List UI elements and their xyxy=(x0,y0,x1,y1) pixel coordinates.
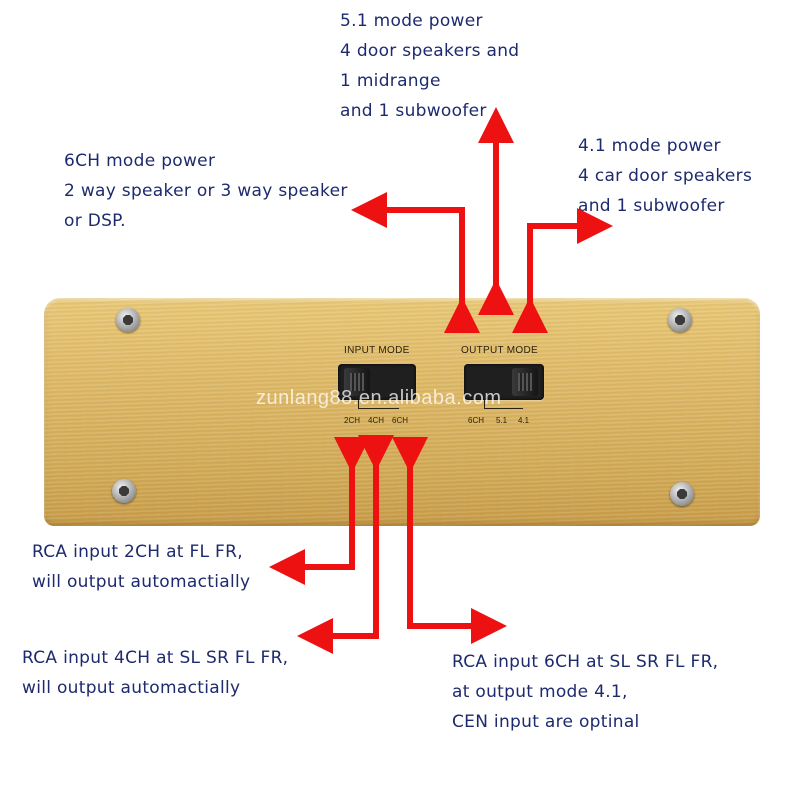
note-line: RCA input 4CH at SL SR FL FR, xyxy=(22,648,289,668)
note-line: and 1 subwoofer xyxy=(578,196,725,216)
watermark-text: zunlang88.en.alibaba.com xyxy=(256,387,502,409)
note-line: 2 way speaker or 3 way speaker xyxy=(64,181,348,201)
arrow-2ch-input xyxy=(269,437,370,585)
arrow-4-1-output xyxy=(512,208,613,333)
screw-icon xyxy=(112,479,136,503)
note-line: RCA input 6CH at SL SR FL FR, xyxy=(452,652,719,672)
arrow-4ch-input xyxy=(297,435,394,654)
note-line: at output mode 4.1, xyxy=(452,682,628,702)
output-tick-bracket xyxy=(484,400,523,409)
arrow-6ch-output xyxy=(351,192,480,333)
input-mode-switch-knob[interactable] xyxy=(344,368,370,396)
input-option-2ch: 2CH xyxy=(344,416,361,425)
note-line: CEN input are optinal xyxy=(452,712,640,732)
note-line: 6CH mode power xyxy=(64,151,216,171)
output-mode-title: OUTPUT MODE xyxy=(461,345,539,356)
note-line: 4 car door speakers xyxy=(578,166,753,186)
note-rca-6ch: RCA input 6CH at SL SR FL FR, at output … xyxy=(452,647,718,737)
input-mode-switch[interactable] xyxy=(338,364,416,400)
arrow-6ch-input xyxy=(392,437,507,644)
output-option-4-1: 4.1 xyxy=(518,416,530,425)
output-mode-switch-knob[interactable] xyxy=(512,368,538,396)
input-mode-title: INPUT MODE xyxy=(344,345,410,356)
note-line: 4.1 mode power xyxy=(578,136,721,156)
note-line: 4 door speakers and xyxy=(340,41,520,61)
note-line: RCA input 2CH at FL FR, xyxy=(32,542,243,562)
note-line: will output automactially xyxy=(22,678,241,698)
screw-icon xyxy=(670,482,694,506)
note-line: 1 midrange xyxy=(340,71,441,91)
note-line: or DSP. xyxy=(64,211,126,231)
output-mode-switch[interactable] xyxy=(464,364,544,400)
note-4-1-mode: 4.1 mode power 4 car door speakers and 1… xyxy=(578,131,752,221)
note-5-1-mode: 5.1 mode power 4 door speakers and 1 mid… xyxy=(340,6,519,126)
input-option-6ch: 6CH xyxy=(392,416,409,425)
input-tick-bracket xyxy=(358,400,399,409)
note-rca-4ch: RCA input 4CH at SL SR FL FR, will outpu… xyxy=(22,643,288,703)
screw-icon xyxy=(116,308,140,332)
output-option-6ch: 6CH xyxy=(468,416,485,425)
input-option-4ch: 4CH xyxy=(368,416,385,425)
note-line: will output automactially xyxy=(32,572,251,592)
note-rca-2ch: RCA input 2CH at FL FR, will output auto… xyxy=(32,537,250,597)
note-line: 5.1 mode power xyxy=(340,11,483,31)
note-line: and 1 subwoofer xyxy=(340,101,487,121)
output-option-5-1: 5.1 xyxy=(496,416,508,425)
screw-icon xyxy=(668,308,692,332)
note-6ch-mode: 6CH mode power 2 way speaker or 3 way sp… xyxy=(64,146,348,236)
